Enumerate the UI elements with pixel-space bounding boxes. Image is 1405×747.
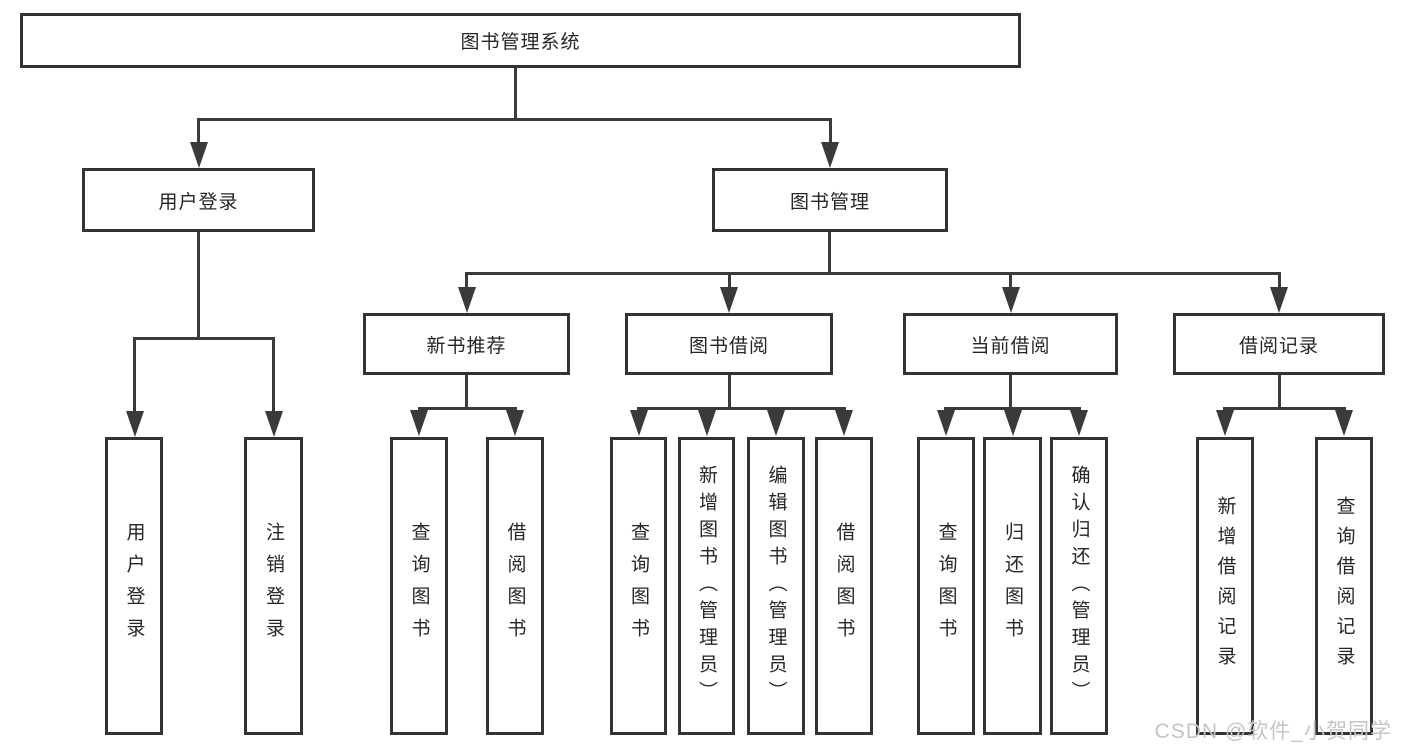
- node-label: 借阅记录: [1238, 335, 1319, 357]
- node-label: 借阅图书: [504, 522, 526, 650]
- leaf-borrow-books: 借阅图书: [815, 437, 873, 735]
- leaf-query-borrow-record: 查询借阅记录: [1315, 437, 1373, 735]
- node-label: 新增借阅记录: [1214, 496, 1236, 676]
- arrowhead-icon: [126, 411, 144, 437]
- node-label: 归还图书: [1002, 522, 1023, 650]
- node-label: 图书管理系统: [460, 32, 581, 53]
- connector-line: [728, 375, 731, 409]
- connector-line: [828, 232, 831, 274]
- connector-line: [829, 120, 832, 145]
- node-label: 查询借阅记录: [1333, 496, 1355, 676]
- arrowhead-icon: [835, 410, 853, 436]
- arrowhead-icon: [1070, 410, 1088, 436]
- leaf-query-books-current: 查询图书: [917, 437, 975, 735]
- node-current-borrowing: 当前借阅: [903, 313, 1118, 375]
- node-label: 注销登录: [263, 522, 284, 650]
- connector-line: [272, 339, 275, 414]
- arrowhead-icon: [458, 287, 476, 313]
- leaf-add-borrow-record: 新增借阅记录: [1196, 437, 1254, 735]
- node-label: 查询图书: [935, 522, 957, 650]
- watermark: CSDN @软件_小贺同学: [1154, 720, 1392, 743]
- leaf-return-books: 归还图书: [983, 437, 1042, 735]
- arrowhead-icon: [630, 410, 648, 436]
- node-label: 用户登录: [123, 522, 145, 650]
- connector-line: [133, 337, 275, 340]
- leaf-edit-books-admin: 编辑图书（管理员）: [747, 437, 805, 735]
- connector-line: [465, 274, 468, 290]
- connector-line: [197, 232, 200, 339]
- leaf-query-books-recommend: 查询图书: [390, 437, 448, 735]
- connector-line: [197, 118, 832, 121]
- arrowhead-icon: [265, 411, 283, 437]
- node-label: 图书管理: [789, 191, 870, 213]
- connector-line: [133, 339, 136, 414]
- arrowhead-icon: [698, 410, 716, 436]
- node-label: 当前借阅: [970, 335, 1051, 357]
- connector-line: [197, 120, 200, 145]
- arrowhead-icon: [1335, 410, 1353, 436]
- node-book-management: 图书管理: [712, 168, 948, 232]
- arrowhead-icon: [410, 410, 428, 436]
- node-label: 确认归还（管理员）: [1068, 464, 1090, 708]
- arrowhead-icon: [1002, 287, 1020, 313]
- connector-line: [465, 272, 1281, 275]
- connector-line: [1223, 407, 1346, 410]
- arrowhead-icon: [1270, 287, 1288, 313]
- arrowhead-icon: [506, 410, 524, 436]
- connector-line: [1009, 375, 1012, 409]
- arrowhead-icon: [1216, 410, 1234, 436]
- arrowhead-icon: [1004, 410, 1022, 436]
- node-label: 新书推荐: [426, 335, 507, 357]
- connector-line: [1278, 274, 1281, 290]
- connector-line: [514, 68, 517, 120]
- arrowhead-icon: [190, 142, 208, 168]
- node-label: 用户登录: [158, 191, 239, 213]
- connector-line: [418, 407, 517, 410]
- connector-line: [728, 274, 731, 290]
- node-label: 编辑图书（管理员）: [765, 464, 787, 708]
- node-borrowing-records: 借阅记录: [1173, 313, 1385, 375]
- leaf-query-books-borrowing: 查询图书: [610, 437, 667, 735]
- node-user-login: 用户登录: [82, 168, 315, 232]
- node-label: 图书借阅: [688, 335, 769, 357]
- node-label: 查询图书: [408, 522, 430, 650]
- arrowhead-icon: [821, 142, 839, 168]
- leaf-confirm-return-admin: 确认归还（管理员）: [1050, 437, 1108, 735]
- leaf-add-books-admin: 新增图书（管理员）: [678, 437, 735, 735]
- connector-line: [1009, 274, 1012, 290]
- leaf-logout: 注销登录: [244, 437, 303, 735]
- arrowhead-icon: [767, 410, 785, 436]
- leaf-user-login: 用户登录: [105, 437, 163, 735]
- node-book-borrowing: 图书借阅: [625, 313, 833, 375]
- node-new-book-recommend: 新书推荐: [363, 313, 570, 375]
- connector-line: [637, 407, 846, 410]
- connector-line: [944, 407, 1081, 410]
- arrowhead-icon: [720, 287, 738, 313]
- node-label: 查询图书: [628, 522, 649, 650]
- node-label: 新增图书（管理员）: [696, 464, 717, 708]
- arrowhead-icon: [937, 410, 955, 436]
- leaf-borrow-books-recommend: 借阅图书: [486, 437, 544, 735]
- connector-line: [1278, 375, 1281, 409]
- node-library-management-system: 图书管理系统: [20, 13, 1021, 68]
- node-label: 借阅图书: [833, 522, 855, 650]
- connector-line: [465, 375, 468, 409]
